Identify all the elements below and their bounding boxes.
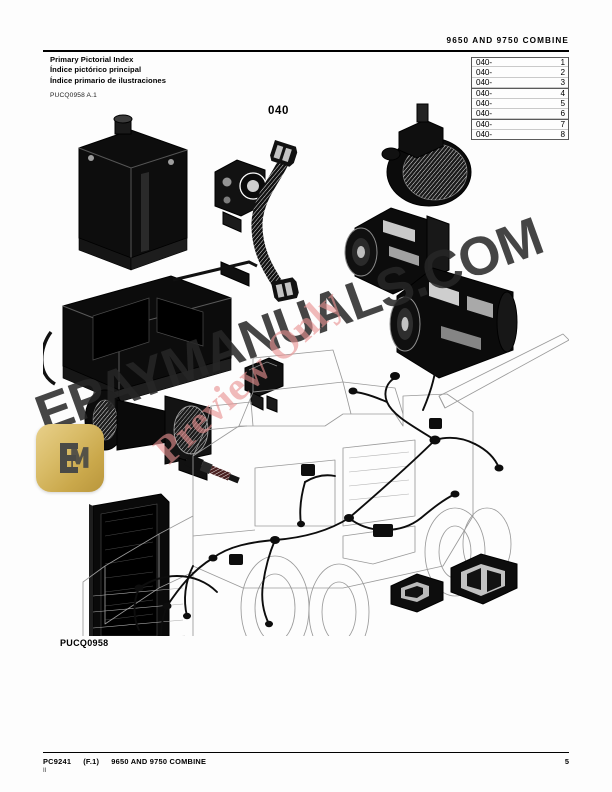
index-row[interactable]: 040- 5	[472, 99, 568, 109]
footer-page-number: 5	[564, 757, 569, 766]
part-battery-box	[43, 260, 258, 403]
index-row-code: 040-	[476, 77, 492, 87]
index-row-code: 040-	[476, 129, 492, 139]
index-title-pt: Índice primario de ilustraciones	[50, 75, 166, 85]
index-row-number: 5	[560, 98, 566, 108]
index-row-number: 2	[560, 67, 566, 77]
index-row-number: 6	[560, 109, 566, 119]
index-row[interactable]: 040- 4	[472, 88, 568, 99]
page-footer: PC9241 (F.1) 9650 AND 9750 COMBINE 5	[43, 757, 569, 766]
index-row-number: 4	[560, 88, 566, 98]
index-row-code: 040-	[476, 57, 492, 67]
illustration-canvas	[43, 96, 569, 636]
part-sensor-probe	[184, 454, 240, 484]
footer-revision: (F.1)	[83, 757, 100, 766]
harness-connectors	[134, 372, 504, 628]
part-air-cleaner	[381, 103, 472, 207]
part-fuse-block-large	[450, 553, 518, 605]
footer-catalog-code: PC9241	[43, 757, 72, 766]
index-row-code: 040-	[476, 88, 492, 98]
index-row[interactable]: 040- 8	[472, 129, 568, 141]
index-code-table: 040- 1 040- 2 040- 3 040- 4 040- 5 040- 6 040- 7 040- 8	[471, 57, 569, 141]
index-row-code: 040-	[476, 109, 492, 119]
part-fuse-block-small	[390, 573, 444, 613]
part-battery	[78, 114, 188, 271]
part-blower-motor	[84, 389, 212, 481]
figure-caption-label: PUCQ0958	[60, 638, 109, 648]
index-title-en: Primary Pictorial Index	[50, 55, 134, 64]
part-radiator	[89, 493, 170, 636]
footer-section-mark: II	[43, 768, 47, 774]
index-reference-code: PUCQ0958 A.1	[50, 91, 97, 99]
index-row-code: 040-	[476, 98, 492, 108]
part-starter-motor	[389, 267, 518, 379]
index-row-number: 3	[560, 77, 566, 87]
part-relay-module	[244, 357, 284, 413]
index-row-code: 040-	[476, 67, 492, 77]
index-row[interactable]: 040- 2	[472, 67, 568, 78]
part-alternator	[344, 207, 450, 295]
footer-model: 9650 AND 9750 COMBINE	[111, 757, 207, 766]
index-row-number: 7	[560, 120, 566, 130]
index-row-code: 040-	[476, 120, 492, 130]
part-switch-assembly	[214, 159, 267, 233]
index-title-block: Primary Pictorial Index Índice pictórico…	[50, 55, 350, 99]
figure-number-label: 040	[268, 105, 289, 117]
index-row[interactable]: 040- 3	[472, 77, 568, 89]
header-divider	[43, 50, 569, 52]
page-header-title: 9650 AND 9750 COMBINE	[446, 36, 569, 45]
index-row-number: 8	[560, 129, 566, 139]
index-row[interactable]: 040- 6	[472, 109, 568, 120]
index-title-es: Índice pictórico principal	[50, 65, 142, 75]
footer-divider	[43, 751, 569, 753]
index-row[interactable]: 040- 1	[472, 57, 568, 68]
index-row[interactable]: 040- 7	[472, 119, 568, 130]
index-row-number: 1	[560, 57, 566, 67]
part-flexible-conduit	[220, 140, 300, 303]
